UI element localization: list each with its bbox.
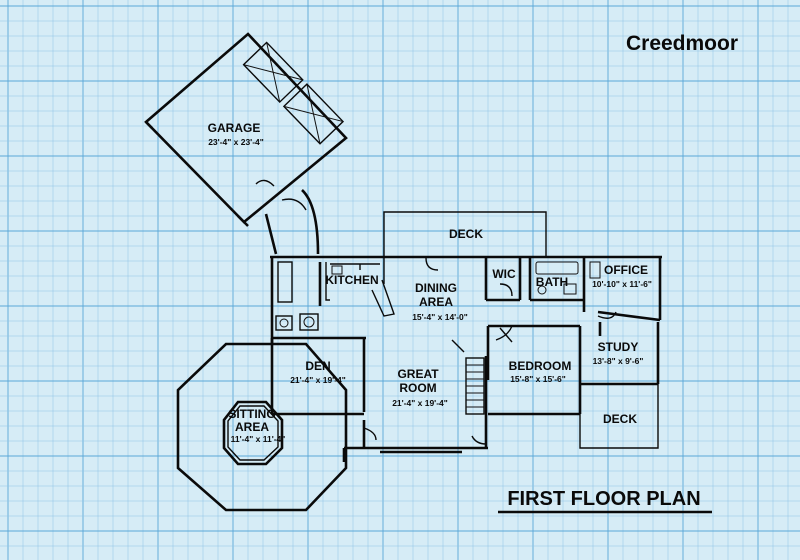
- main-house-walls: [270, 211, 662, 462]
- deck-top-label: DECK: [449, 227, 483, 241]
- sitting-octagon-deck: [176, 342, 348, 512]
- sitting-octagon-room: [222, 400, 284, 466]
- garage-door-left: [242, 41, 304, 104]
- dining-label-line1: DINING: [415, 281, 457, 295]
- pantry-cabinets: [277, 261, 293, 303]
- deck-right-label: DECK: [603, 412, 637, 426]
- bath-label: BATH: [536, 275, 568, 289]
- garage-label: GARAGE: [208, 121, 261, 135]
- bathtub: [535, 261, 579, 275]
- kitchen-label: KITCHEN: [325, 273, 378, 287]
- great-room-label-line1: GREAT: [397, 367, 439, 381]
- laundry-dryer: [275, 315, 293, 331]
- stair-treads: [466, 364, 484, 408]
- wic-label: WIC: [492, 267, 516, 281]
- bedroom-label: BEDROOM: [509, 359, 572, 373]
- den-dimensions: 21'-4" x 19'-4": [290, 375, 346, 385]
- right-deck-outline: [579, 384, 659, 449]
- dining-dimensions: 15'-4" x 14'-0": [412, 312, 468, 322]
- great-room-label-line2: ROOM: [399, 381, 436, 395]
- study-label: STUDY: [598, 340, 639, 354]
- sitting-label-line1: SITTING: [228, 407, 275, 421]
- kitchen-island: [371, 279, 395, 317]
- garage-structure: [144, 32, 348, 227]
- room-labels: GARAGE 23'-4" x 23'-4" DECK KITCHEN DINI…: [208, 121, 652, 444]
- garage-door-right: [282, 83, 345, 145]
- bedroom-dimensions: 15'-8" x 15'-6": [510, 374, 566, 384]
- top-deck-outline: [383, 211, 547, 258]
- office-dimensions: 10'-10" x 11'-6": [592, 279, 652, 289]
- study-dimensions: 13'-8" x 9'-6": [593, 356, 644, 366]
- sitting-dimensions: 11'-4" x 11'-4": [231, 434, 286, 444]
- sitting-area-structure: [176, 342, 348, 512]
- plan-name: Creedmoor: [626, 32, 738, 55]
- sitting-label-line2: AREA: [235, 420, 269, 434]
- office-closet: [589, 261, 601, 279]
- office-label: OFFICE: [604, 263, 648, 277]
- plan-title: FIRST FLOOR PLAN: [507, 488, 700, 510]
- dining-label-line2: AREA: [419, 295, 453, 309]
- den-label: DEN: [305, 359, 330, 373]
- garage-dimensions: 23'-4" x 23'-4": [208, 137, 264, 147]
- great-room-dimensions: 21'-4" x 19'-4": [392, 398, 448, 408]
- breezeway: [255, 179, 320, 255]
- laundry-washer: [299, 313, 319, 331]
